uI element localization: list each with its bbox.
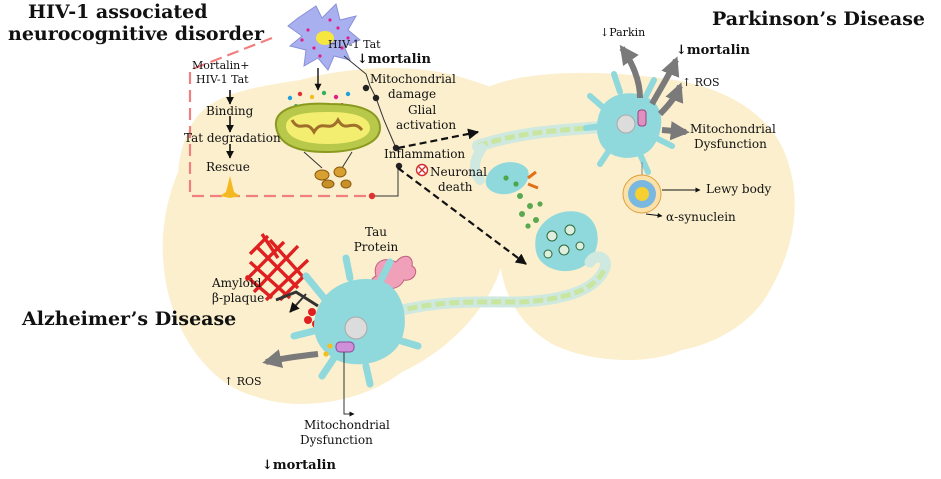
ad-axon: [388, 251, 611, 318]
pd-mito-line2: Dysfunction: [694, 137, 767, 151]
lewy-body: [622, 174, 662, 214]
ad-mortalin-label: ↓mortalin: [262, 458, 336, 473]
brain-right: [483, 72, 795, 361]
ad-mito-line1: Mitochondrial: [304, 418, 390, 432]
ad-tau-line1: Tau: [365, 225, 387, 239]
rescue-step-degradation: Tat degradation: [184, 131, 281, 145]
damaged-mitochondria: [314, 166, 352, 189]
tat-particles: [287, 90, 351, 108]
rescue-step-binding: Binding: [206, 104, 254, 118]
hiv-tat-label: HIV-1 Tat: [328, 38, 381, 51]
infected-microglia: [287, 3, 361, 71]
effect-mito-line1: Mitochondrial: [370, 72, 456, 86]
neurotransmitters: [517, 193, 543, 229]
effect-chain: [343, 55, 397, 149]
effect-death-line2: death: [438, 180, 473, 194]
dashed-arrow-to-pd: [397, 128, 480, 150]
pd-ros-label: ↑ ROS: [682, 76, 720, 89]
rescue-step-tat: HIV-1 Tat: [196, 73, 249, 86]
effect-inflammation: Inflammation: [384, 147, 466, 161]
amyloid-plaque: [244, 233, 310, 302]
rescue-spark-icon: [220, 176, 240, 198]
ad-title: Alzheimer’s Disease: [22, 308, 237, 330]
hand-title-line1: HIV-1 associated: [28, 1, 208, 23]
rescue-step-mortalin: Mortalin+: [192, 59, 250, 72]
brain-left: [162, 67, 542, 404]
pd-lewy-label: Lewy body: [706, 182, 772, 196]
pd-mito-line1: Mitochondrial: [690, 122, 776, 136]
ad-ros-label: ↑ ROS: [224, 375, 262, 388]
mitochondrion: [274, 102, 382, 154]
ad-amyloid-line2: β-plaque: [212, 291, 265, 305]
effect-mito-line2: damage: [388, 87, 437, 101]
hand-mortalin-label: ↓mortalin: [357, 52, 431, 67]
rescue-feedback-line: [372, 168, 399, 197]
ad-mito-line2: Dysfunction: [300, 433, 373, 447]
pd-title: Parkinson’s Disease: [712, 8, 925, 30]
effect-glial-line1: Glial: [408, 103, 437, 117]
effect-death-line1: Neuronal: [430, 165, 488, 179]
pd-synuclein-label: α-synuclein: [666, 210, 736, 224]
effect-glial-line2: activation: [396, 118, 457, 132]
ad-tau-line2: Protein: [353, 240, 399, 254]
dashed-arrow-to-synapse: [397, 167, 527, 265]
pd-mortalin-label: ↓mortalin: [676, 43, 750, 58]
ad-amyloid-line1: Amyloid: [212, 276, 262, 290]
pd-neuron: [583, 71, 675, 175]
neuronal-death-icon: [415, 163, 429, 177]
pd-parkin-label: ↓Parkin: [600, 26, 646, 39]
hand-title-line2: neurocognitive disorder: [8, 23, 264, 45]
rescue-loop: [188, 36, 372, 198]
ad-neuron: [290, 254, 422, 388]
loop-node: [368, 192, 376, 200]
rescue-step-rescue: Rescue: [206, 160, 250, 174]
